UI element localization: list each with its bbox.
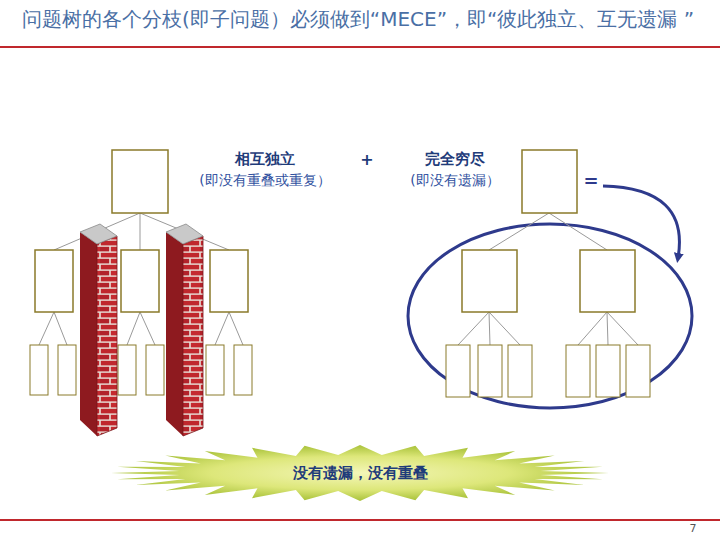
brick-wall (166, 224, 203, 436)
note-label: (即没有遗漏） (410, 172, 499, 190)
top-rule (0, 46, 720, 48)
banner-text-wrap: 没有遗漏，没有重叠 (293, 464, 428, 483)
right-tree-lines (458, 213, 638, 345)
enclosing-ellipse (408, 224, 692, 408)
heading-label: 相互独立 (235, 150, 295, 169)
slide-title: 问题树的各个分枝(即子问题）必须做到“MECE”，即“彼此独立、互无遗漏 ” (22, 6, 702, 33)
banner-text: 没有遗漏，没有重叠 (293, 464, 428, 483)
burst-banner: 没有遗漏，没有重叠 (110, 444, 610, 502)
brick-wall (80, 224, 117, 436)
burst-polygon (111, 445, 609, 501)
right-tree-leaves (446, 345, 650, 397)
note-label: (即没有重叠或重复） (199, 172, 330, 190)
page-number: 7 (690, 522, 697, 535)
left-tree-leaves (30, 345, 252, 395)
curved-arrow (603, 186, 679, 258)
equals-sign: = (583, 170, 598, 191)
plus-sign: + (360, 150, 373, 169)
heading-label: 完全穷尽 (425, 150, 485, 169)
bottom-rule (0, 519, 720, 521)
